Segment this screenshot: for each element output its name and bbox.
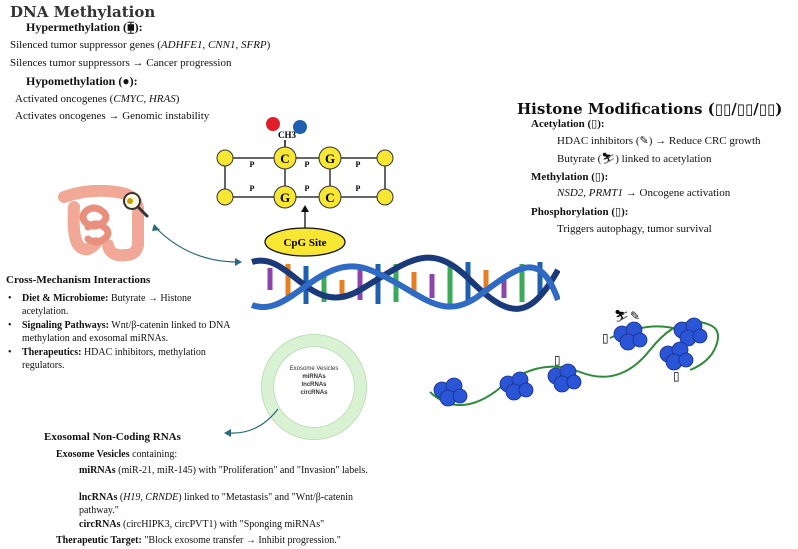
dna-methylation-title: DNA Methylation	[10, 3, 156, 21]
base-c-bottom: C	[325, 190, 334, 205]
acetylation-line-1: HDAC inhibitors (✎) → Reduce CRC growth	[557, 135, 761, 147]
strand-node	[216, 149, 234, 167]
cross-mechanism-title: Cross-Mechanism Interactions	[6, 274, 151, 286]
base-node	[273, 146, 297, 170]
dna-helix-icon	[250, 254, 560, 312]
phosphate-label: P	[305, 184, 310, 193]
nucleosome	[433, 377, 468, 407]
phosphate-label: P	[356, 160, 361, 169]
phosphate-label: P	[305, 160, 310, 169]
chromatin-nucleosome-illustration: ▯ ▯ ▯ ⛷ ✎	[429, 309, 719, 407]
base-node	[318, 146, 342, 170]
cross-item-signaling: • Signaling Pathways: Wnt/β-catenin link…	[8, 320, 230, 344]
nucleosome	[547, 363, 582, 393]
cross-item-diet: • Diet & Microbiome: Butyrate → Histone …	[8, 293, 192, 317]
base-g-top: G	[325, 151, 335, 166]
nucleosome	[659, 341, 694, 371]
exosome-vesicles-line: Exosome Vesicles containing:	[56, 449, 178, 460]
cpg-site-diagram: CH3 C G G C P P P P P P CpG Site	[216, 117, 394, 257]
hypo-line-2: Activates oncogenes → Genomic instabilit…	[15, 110, 210, 122]
methylation-line: NSD2, PRMT1 → Oncogene activation	[557, 187, 731, 199]
phosphorylation-heading: Phosphorylation (▯):	[531, 206, 629, 218]
base-node	[318, 185, 342, 209]
therapeutic-target-line: Therapeutic Target: "Block exosome trans…	[56, 535, 341, 546]
methyl-dot-blue	[293, 120, 307, 134]
hypo-line-1: Activated oncogenes (CMYC, HRAS)	[15, 93, 180, 105]
strand-node	[376, 188, 394, 206]
methyl-dot-red	[266, 117, 280, 131]
exosome-ring-label: Exosome Vesicles miRNAs lncRNAs circRNAs	[289, 366, 339, 396]
nucleosome	[499, 371, 534, 401]
strand-node	[216, 188, 234, 206]
acetylation-line-2: Butyrate (⛷) linked to acetylation	[557, 153, 712, 165]
hdac-inhibitor-icon: ✎	[630, 309, 640, 323]
histone-mark-glyph: ▯	[602, 331, 609, 345]
intestine-illustration	[58, 185, 149, 262]
histone-mark-glyph: ▯	[673, 369, 680, 383]
cpg-site-label: CpG Site	[283, 237, 326, 249]
hyper-line-1: Silenced tumor suppressor genes (ADHFE1,…	[10, 39, 271, 51]
mirna-line: miRNAs (miR-21, miR-145) with "Prolifera…	[79, 465, 368, 476]
nucleosome	[673, 317, 708, 347]
acetylation-heading: Acetylation (▯):	[531, 118, 605, 130]
phosphate-label: P	[356, 184, 361, 193]
cpg-site-ellipse	[264, 227, 346, 257]
cross-item-therapeutics: • Therapeutics: HDAC inhibitors, methyla…	[8, 347, 206, 371]
circrna-line: circRNAs (circHIPK3, circPVT1) with "Spo…	[79, 519, 325, 530]
histone-mark-glyph: ▯	[554, 353, 561, 367]
phosphorylation-line: Triggers autophagy, tumor survival	[557, 223, 712, 235]
exosome-vesicle-ring	[262, 335, 366, 439]
methylation-heading: Methylation (▯):	[531, 171, 609, 183]
phosphate-label: P	[250, 184, 255, 193]
ch3-label: CH3	[278, 130, 297, 140]
phosphate-label: P	[250, 160, 255, 169]
histone-title: Histone Modifications (▯▯/▯▯/▯▯)	[517, 100, 783, 118]
base-g-bottom: G	[280, 190, 290, 205]
strand-node	[376, 149, 394, 167]
nucleosome	[613, 321, 648, 351]
base-node	[273, 185, 297, 209]
hypomethylation-heading: Hypomethylation (●):	[26, 74, 138, 88]
butyrate-icon: ⛷	[614, 309, 629, 323]
hypermethylation-heading: Hypermethylation (⧯):	[26, 20, 143, 34]
base-c-top: C	[280, 151, 289, 166]
exosomal-title: Exosomal Non-Coding RNAs	[44, 431, 181, 443]
connector-arrow	[152, 224, 242, 266]
lncrna-line: lncRNAs (H19, CRNDE) linked to "Metastas…	[79, 492, 353, 516]
exosome-arrow	[224, 408, 279, 437]
hyper-line-2: Silences tumor suppressors → Cancer prog…	[10, 57, 232, 69]
